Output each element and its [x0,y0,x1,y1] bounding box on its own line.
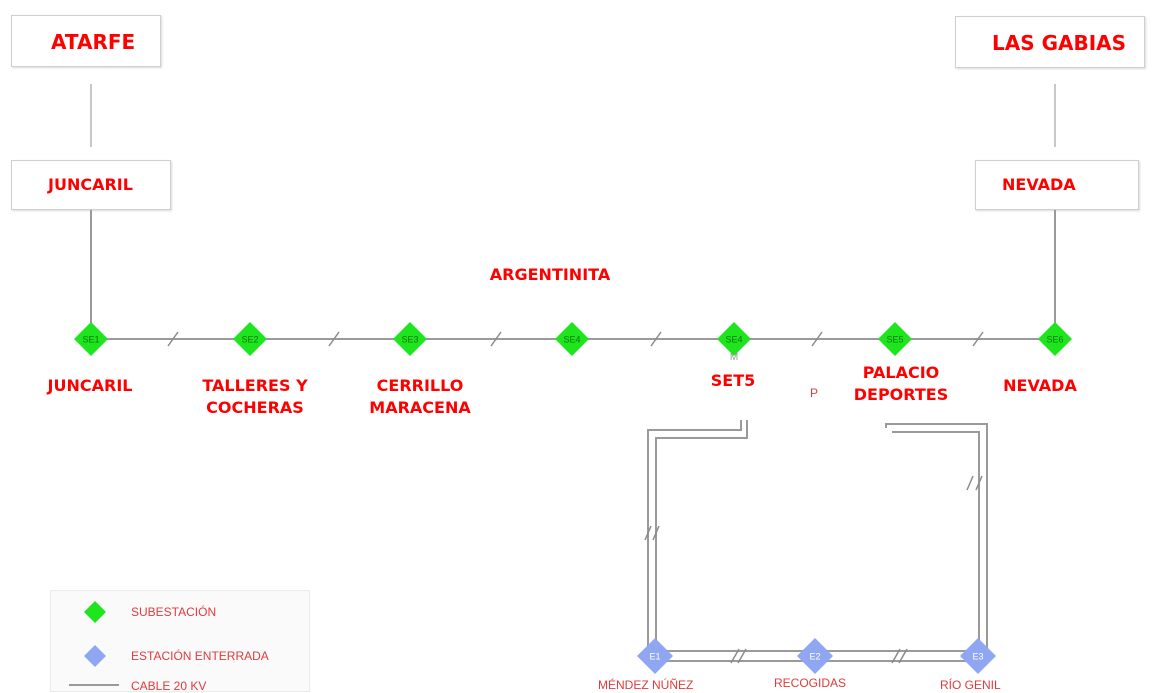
break-mark [730,648,740,664]
terminal-label-juncaril: JUNCARIL [48,175,133,194]
substation-diamond-4-shape [555,322,589,356]
break-mark [490,331,502,347]
substation-diamond-7-shape [1038,322,1072,356]
substation-diamond-6-code: SE5 [886,335,903,345]
underground-diamond-3-shape [960,638,996,674]
substation-diamond-4: SE4 [555,322,589,356]
underground-diamond-1-shape [637,638,673,674]
cable-loop-left-inner [655,420,748,655]
substation-diamond-6-shape [878,322,912,356]
substation-diamond-1-code: SE1 [82,335,99,345]
cable-loop-right-outer [885,423,988,655]
underground-diamond-1: E1 [637,638,673,674]
underground-label-mendez-nunez: MÉNDEZ NÚÑEZ [598,678,694,692]
substation-diamond-5: SE4 [717,322,751,356]
break-mark [898,648,908,664]
legend-underground-icon [84,645,106,667]
underground-label-recogidas: RECOGIDAS [774,676,847,690]
break-mark [652,525,660,541]
underground-diamond-3: E3 [960,638,996,674]
station-label-palacio-deportes: PALACIO DEPORTES [853,363,949,404]
substation-diamond-5-code: SE4 [725,335,742,345]
terminal-label-las-gabias: LAS GABIAS [992,31,1127,55]
underground-diamond-2-shape [797,638,833,674]
legend: SUBESTACIÓN ESTACIÓN ENTERRADA CABLE 20 … [50,590,310,693]
substation-diamond-2-shape [233,322,267,356]
substation-diamond-2: SE2 [233,322,267,356]
substation-diamond-3-shape [393,322,427,356]
terminal-box-las-gabias: LAS GABIAS [955,16,1145,68]
station-label-juncaril: JUNCARIL [47,376,133,395]
underground-label-rio-genil: RÍO GENIL [940,678,1001,692]
underground-diamond-2: E2 [797,638,833,674]
break-mark [737,648,747,664]
break-mark [975,475,983,491]
substation-diamond-2-code: SE2 [241,335,258,345]
underground-diamond-2-code: E2 [809,652,820,662]
substation-diamond-1: SE1 [74,322,108,356]
substation-diamond-7: SE6 [1038,322,1072,356]
break-mark [966,475,974,491]
cable-loop-right-inner [892,431,980,655]
substation-diamond-1-shape [74,322,108,356]
substation-diamond-4-code: SE4 [563,335,580,345]
break-mark [650,331,662,347]
legend-symbols [69,601,119,686]
legend-substation-icon [84,601,106,623]
break-mark [811,331,823,347]
station-label-nevada: NEVADA [1003,376,1077,395]
substation-diamond-3: SE3 [393,322,427,356]
underground-diamond-1-code: E1 [649,652,660,662]
terminal-box-juncaril: JUNCARIL [11,160,171,210]
break-mark [167,331,179,347]
station-label-talleres-cocheras: TALLERES Y COCHERAS [202,376,308,417]
legend-substation-label: SUBESTACIÓN [131,605,217,619]
terminal-box-atarfe: ATARFE [11,15,161,67]
station-label-cerrillo-maracena: CERRILLO MARACENA [369,376,471,417]
m-mark: M [730,352,738,363]
substation-diamond-7-code: SE6 [1046,335,1063,345]
break-mark [891,648,901,664]
legend-cable-label: CABLE 20 KV [131,679,207,693]
substation-diamond-3-code: SE3 [401,335,418,345]
underground-diamond-3-code: E3 [972,652,983,662]
legend-underground-label: ESTACIÓN ENTERRADA [131,649,269,663]
cable-loop-left-outer [647,420,742,655]
terminal-box-nevada: NEVADA [975,160,1139,210]
terminal-label-atarfe: ATARFE [51,30,136,54]
break-mark [972,331,984,347]
station-label-argentinita: ARGENTINITA [489,265,611,284]
substation-diamond-6: SE5 [878,322,912,356]
station-label-set5: SET5 [710,371,756,390]
p-mark: P [810,386,819,400]
terminal-label-nevada: NEVADA [1002,175,1076,194]
break-mark [328,331,340,347]
substation-diamond-5-shape [717,322,751,356]
break-mark [644,525,652,541]
